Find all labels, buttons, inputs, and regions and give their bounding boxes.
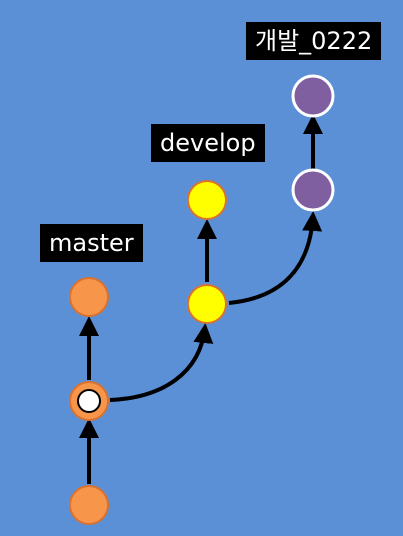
develop-head-commit bbox=[187, 180, 227, 220]
arrow-develop-1-to-feature-1 bbox=[228, 211, 323, 305]
feature-head-commit bbox=[291, 74, 335, 118]
master-head-commit bbox=[69, 277, 109, 317]
branch-point-marker bbox=[77, 389, 101, 413]
develop-branch-label: develop bbox=[151, 124, 265, 162]
master-branch-label: master bbox=[40, 224, 143, 262]
arrow-branchpoint-to-develop-1 bbox=[109, 323, 214, 402]
develop-commit-1 bbox=[187, 284, 227, 324]
feature-commit-1 bbox=[291, 168, 335, 212]
master-commit-1 bbox=[69, 485, 109, 525]
feature-branch-label: 개발_0222 bbox=[246, 22, 382, 60]
